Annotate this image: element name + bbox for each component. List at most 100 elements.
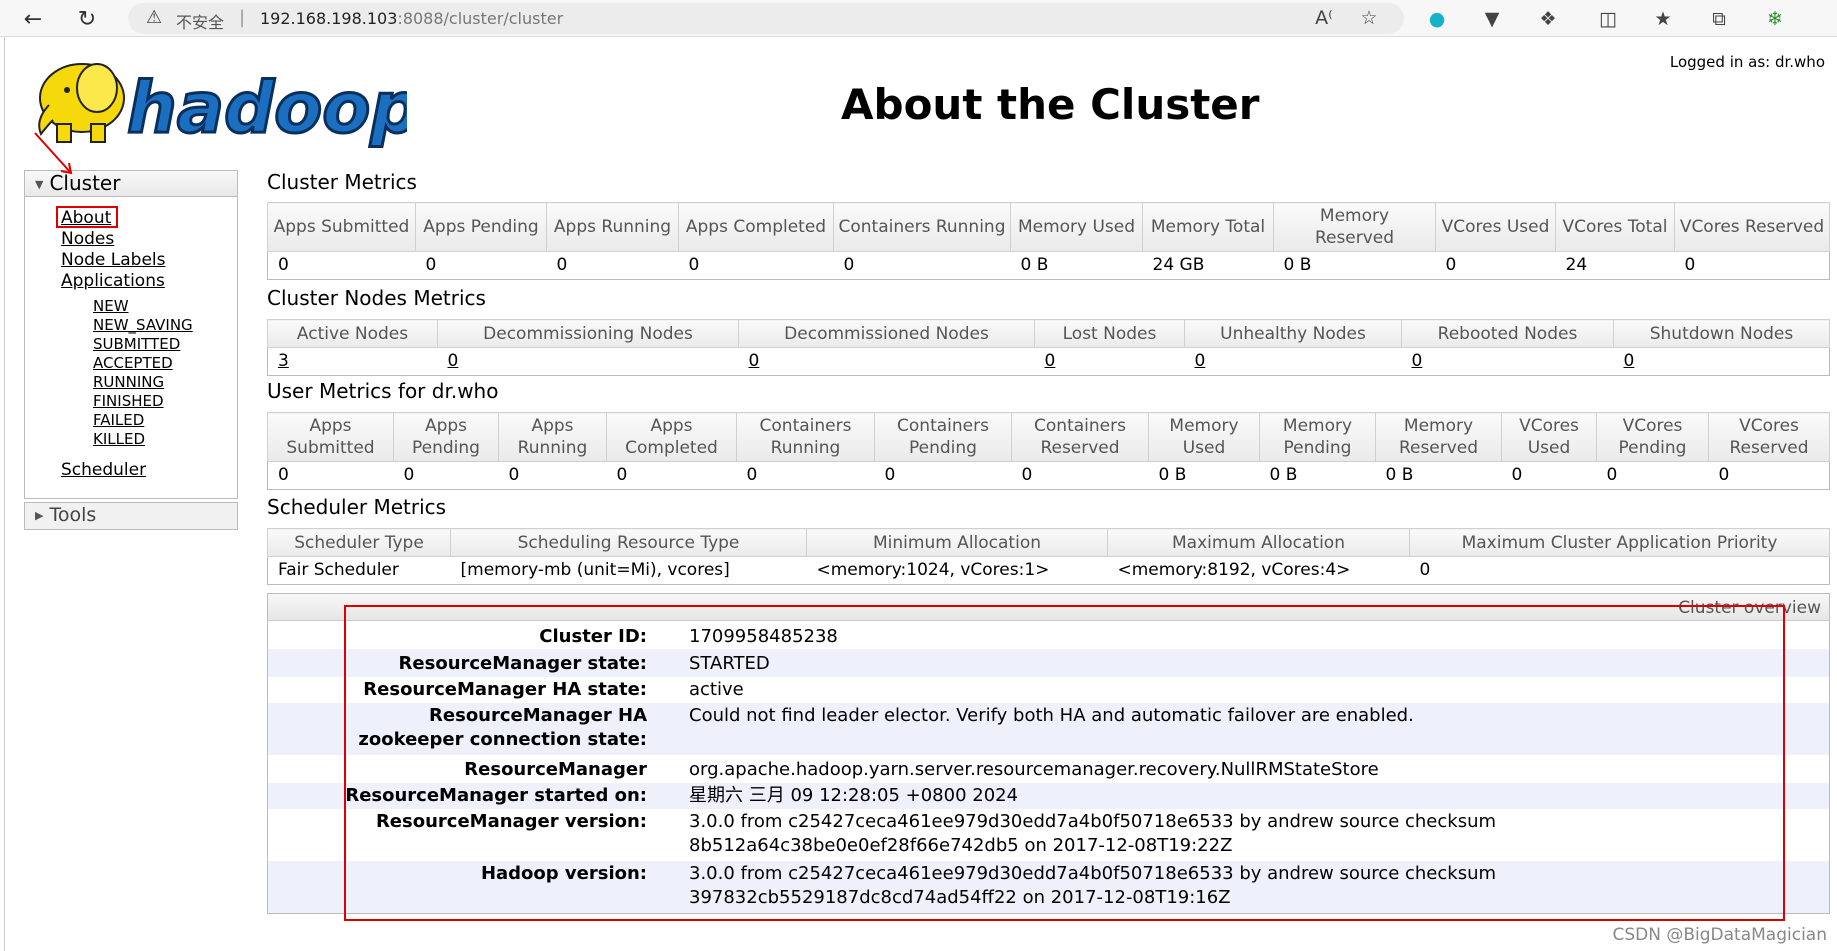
table-cell: 0: [403, 465, 415, 485]
table-cell: 0: [1718, 465, 1730, 485]
cluster-nav-header[interactable]: ▼Cluster: [25, 171, 237, 197]
insecure-label: 不安全: [176, 13, 225, 32]
overview-row: Hadoop version: 3.0.0 from c25427ceca461…: [268, 861, 1829, 913]
table-cell: 0: [688, 255, 700, 275]
nav-about-link[interactable]: About: [61, 208, 112, 228]
unhealthy-nodes-link[interactable]: 0: [1194, 351, 1206, 371]
column-header: Memory Pending: [1259, 412, 1376, 462]
overview-value: org.apache.hadoop.yarn.server.resourcema…: [689, 759, 1379, 780]
back-icon[interactable]: ←: [23, 6, 43, 32]
app-state-new-saving-link[interactable]: NEW_SAVING: [93, 316, 193, 334]
split-screen-icon[interactable]: ◫: [1599, 8, 1617, 30]
user-metrics-table: Apps Submitted Apps Pending Apps Running…: [267, 412, 1830, 490]
column-header: VCores Used: [1435, 202, 1556, 252]
decommissioned-nodes-link[interactable]: 0: [748, 351, 760, 371]
column-header: Shutdown Nodes: [1613, 319, 1830, 348]
column-header: VCores Pending: [1596, 412, 1709, 462]
column-header: Apps Running: [546, 202, 679, 252]
overview-row: ResourceManager HA state: active: [268, 677, 1829, 703]
overview-value: 3.0.0 from c25427ceca461ee979d30edd7a4b0…: [689, 863, 1497, 908]
overview-label: Cluster ID:: [539, 626, 647, 647]
table-row: 0 0 0 0 0 0 0 0 B 0 B 0 B 0 0 0: [268, 462, 1830, 490]
table-header-row: Apps Submitted Apps Pending Apps Running…: [267, 412, 1830, 462]
favorites-list-icon[interactable]: ★: [1654, 8, 1672, 30]
table-cell: 24 GB: [1152, 255, 1205, 275]
nav-nodes-link[interactable]: Nodes: [61, 229, 115, 249]
app-state-new-link[interactable]: NEW: [93, 297, 129, 315]
app-state-submitted-link[interactable]: SUBMITTED: [93, 335, 181, 353]
table-cell: 0: [508, 465, 520, 485]
user-metrics-title: User Metrics for dr.who: [267, 379, 499, 403]
table-cell: 0 B: [1269, 465, 1298, 485]
address-divider: |: [239, 7, 246, 28]
app-state-finished-link[interactable]: FINISHED: [93, 392, 164, 410]
extensions-puzzle-icon[interactable]: ❖: [1539, 8, 1557, 30]
collections-icon[interactable]: ⧉: [1712, 8, 1726, 30]
hadoop-page: Logged in as: dr.who hadoop About the Cl…: [4, 37, 1837, 951]
table-cell: 0 B: [1020, 255, 1049, 275]
table-header-row: Active Nodes Decommissioning Nodes Decom…: [267, 319, 1830, 348]
decommissioning-nodes-link[interactable]: 0: [447, 351, 459, 371]
extension-v-icon[interactable]: ▼: [1484, 8, 1500, 30]
address-bar[interactable]: ⚠ 不安全 | 192.168.198.103:8088/cluster/clu…: [128, 3, 1404, 34]
column-header: Maximum Cluster Application Priority: [1409, 528, 1830, 557]
column-header: Containers Reserved: [1011, 412, 1149, 462]
nav-node-labels-link[interactable]: Node Labels: [61, 250, 166, 270]
tools-nav-panel[interactable]: ▶Tools: [24, 502, 238, 530]
overview-label: ResourceManager started on:: [345, 785, 647, 806]
overview-label: ResourceManager version:: [375, 811, 647, 832]
table-cell: 0: [1614, 348, 1830, 376]
nav-scheduler-link[interactable]: Scheduler: [61, 460, 147, 480]
extension-circle-icon[interactable]: ●: [1428, 8, 1446, 30]
reload-icon[interactable]: ↻: [77, 6, 97, 32]
overview-row: ResourceManager started on: 星期六 三月 09 12…: [268, 783, 1829, 809]
column-header: Apps Pending: [393, 412, 499, 462]
nav-applications-link[interactable]: Applications: [61, 271, 165, 291]
svg-text:hadoop: hadoop: [127, 67, 407, 149]
column-header: Apps Running: [498, 412, 607, 462]
column-header: Apps Completed: [606, 412, 737, 462]
active-nodes-link[interactable]: 3: [278, 351, 289, 371]
cluster-metrics-table: Apps Submitted Apps Pending Apps Running…: [267, 202, 1830, 280]
column-header: Minimum Allocation: [806, 528, 1108, 557]
table-cell: 0: [884, 465, 896, 485]
app-state-failed-link[interactable]: FAILED: [93, 411, 145, 429]
logged-in-status: Logged in as: dr.who: [1669, 53, 1825, 71]
table-cell: 0: [1402, 348, 1614, 376]
table-cell: 0: [278, 255, 289, 275]
overview-value: active: [689, 679, 744, 700]
table-cell: 0 B: [1385, 465, 1414, 485]
browser-essentials-icon[interactable]: ❄: [1767, 8, 1783, 30]
column-header: Lost Nodes: [1034, 319, 1185, 348]
column-header: Active Nodes: [267, 319, 438, 348]
table-cell: 0: [739, 348, 1035, 376]
table-row: 0 0 0 0 0 0 B 24 GB 0 B 0 24 0: [268, 252, 1830, 280]
table-cell: 0: [1606, 465, 1618, 485]
overview-value: 1709958485238: [689, 626, 838, 647]
nodes-metrics-title: Cluster Nodes Metrics: [267, 286, 486, 310]
column-header: VCores Used: [1501, 412, 1597, 462]
overview-row: ResourceManager version: 3.0.0 from c254…: [268, 809, 1829, 861]
column-header: Containers Running: [736, 412, 875, 462]
scheduler-metrics-title: Scheduler Metrics: [267, 495, 447, 519]
rebooted-nodes-link[interactable]: 0: [1411, 351, 1423, 371]
app-state-killed-link[interactable]: KILLED: [93, 430, 146, 448]
table-cell: 0: [556, 255, 568, 275]
app-state-accepted-link[interactable]: ACCEPTED: [93, 354, 173, 372]
column-header: Apps Submitted: [267, 412, 394, 462]
cluster-overview-panel: Cluster overview Cluster ID: 17099584852…: [267, 593, 1830, 914]
cluster-nav-panel: ▼Cluster About Nodes Node Labels Applica…: [24, 170, 238, 499]
favorite-star-icon[interactable]: ☆: [1360, 7, 1378, 29]
column-header: Memory Total: [1142, 202, 1274, 252]
lost-nodes-link[interactable]: 0: [1044, 351, 1056, 371]
column-header: Apps Pending: [415, 202, 547, 252]
table-cell: 0 B: [1158, 465, 1187, 485]
csdn-watermark: CSDN @BigDataMagician: [1612, 925, 1827, 945]
table-cell: 0: [746, 465, 758, 485]
app-state-running-link[interactable]: RUNNING: [93, 373, 165, 391]
tools-nav-header[interactable]: ▶Tools: [35, 504, 97, 526]
shutdown-nodes-link[interactable]: 0: [1623, 351, 1635, 371]
read-aloud-icon[interactable]: A⁽: [1315, 7, 1333, 29]
table-cell: 0: [1185, 348, 1402, 376]
column-header: Memory Used: [1148, 412, 1260, 462]
